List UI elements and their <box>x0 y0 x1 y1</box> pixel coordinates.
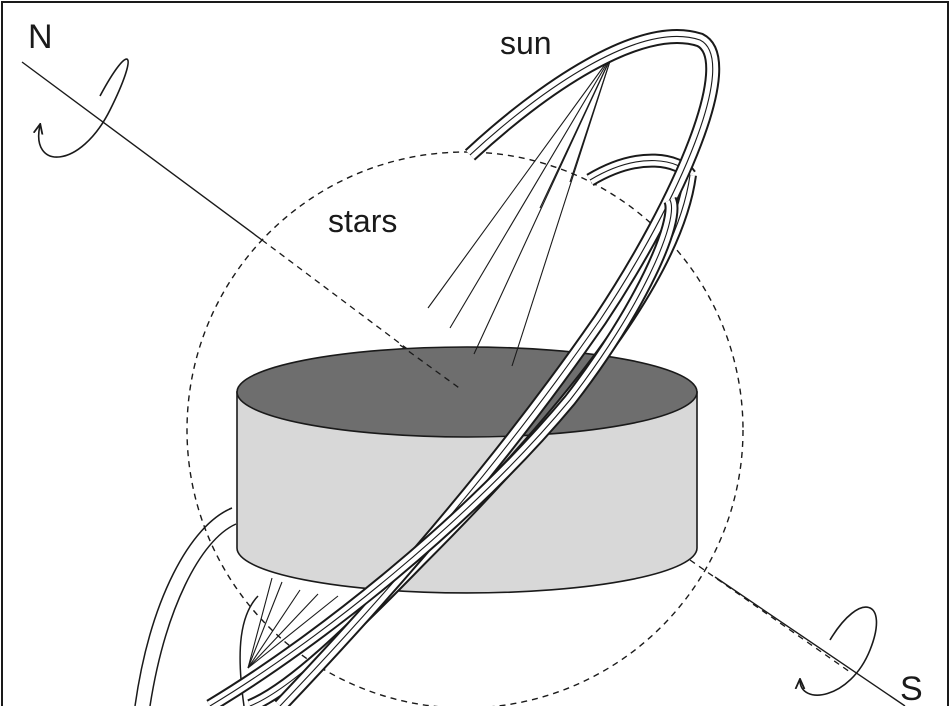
south-label: S <box>900 670 923 706</box>
north-rotation-arrow <box>39 58 129 158</box>
axis-north-segment <box>21 61 263 241</box>
stars-sphere <box>186 151 744 706</box>
south-rotation-arrow <box>800 606 878 696</box>
lower-ring <box>206 196 679 706</box>
sun-label: sun <box>500 25 552 61</box>
axis-drum-dashed <box>399 344 463 391</box>
sun-rays <box>427 54 613 367</box>
earth-drum <box>236 346 698 594</box>
axis-south-dashed <box>689 559 851 673</box>
stars-label: stars <box>328 203 397 239</box>
axis-inner-dashed <box>261 239 463 391</box>
north-label: N <box>28 18 53 56</box>
axis-south-segment <box>714 576 906 706</box>
lower-rays <box>247 577 339 669</box>
drum-top <box>236 346 698 438</box>
